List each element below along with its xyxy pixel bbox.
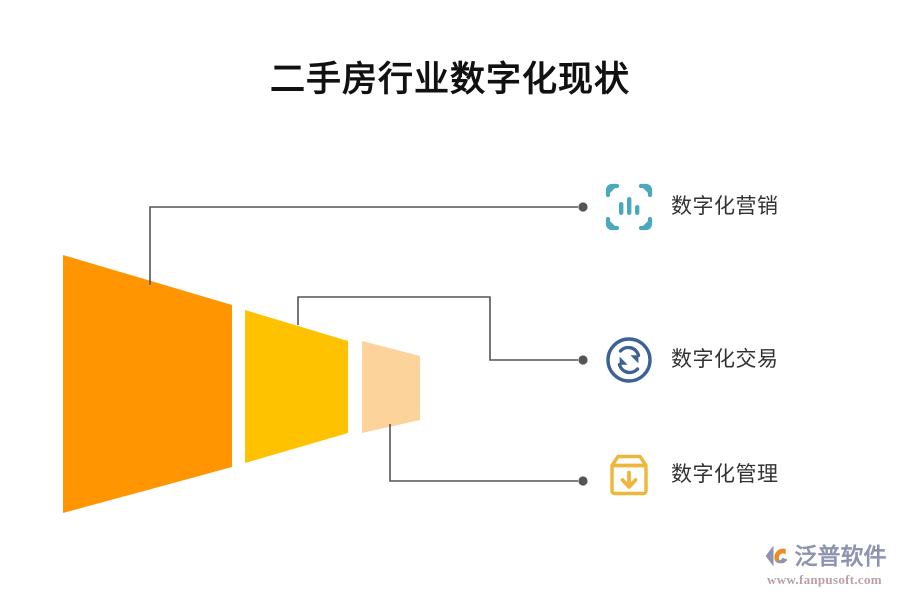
legend-item-label-transaction: 数字化交易 <box>671 348 779 371</box>
legend-item-label-management: 数字化管理 <box>671 463 779 486</box>
sync-refresh-circle-icon <box>606 337 652 383</box>
watermark: 泛普软件 www.fanpusoft.com <box>757 536 892 594</box>
legend-item-management[interactable]: 数字化管理 <box>603 449 779 501</box>
watermark-top-row: 泛普软件 <box>763 542 887 570</box>
connector-dot-marketing <box>578 202 588 212</box>
connector-line-transaction <box>297 296 578 361</box>
funnel-stage-2 <box>245 310 348 463</box>
connector-dot-transaction <box>578 355 588 365</box>
watermark-url-text: www.fanpusoft.com <box>767 571 882 587</box>
connector-dot-management <box>578 476 588 486</box>
fanpu-swoosh-logo-icon <box>765 545 787 566</box>
funnel-stage-3 <box>362 341 420 433</box>
page-title: 二手房行业数字化现状 <box>269 60 630 99</box>
connector-line-management <box>389 424 578 482</box>
watermark-brand-text: 泛普软件 <box>794 542 887 569</box>
legend-item-transaction[interactable]: 数字化交易 <box>603 334 779 386</box>
legend-item-label-marketing: 数字化营销 <box>671 195 779 218</box>
funnel-stage-1 <box>63 255 232 513</box>
bar-chart-scan-icon <box>605 183 653 231</box>
legend-item-marketing[interactable]: 数字化营销 <box>603 181 779 233</box>
box-download-icon <box>610 454 648 496</box>
connector-line-marketing <box>149 206 578 285</box>
